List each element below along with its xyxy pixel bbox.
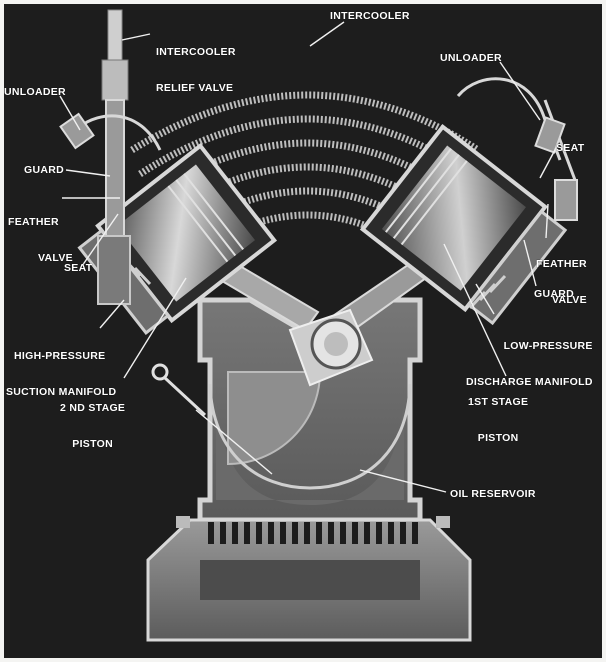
base-fin [364, 522, 370, 544]
label-line: LOW-PRESSURE [503, 340, 593, 352]
base-fin [376, 522, 382, 544]
label-feather-valve-left: FEATHER VALVE [8, 192, 73, 288]
label-intercooler-relief-valve: INTERCOOLER RELIEF VALVE [156, 22, 236, 118]
dipstick [151, 363, 207, 417]
base-fin [388, 522, 394, 544]
label-hp-suction-manifold: HIGH-PRESSURE SUCTION MANIFOLD [6, 326, 116, 422]
base-fin [304, 522, 310, 544]
first-stage-cylinder [359, 124, 568, 326]
label-line: FEATHER [536, 258, 587, 270]
label-line: DISCHARGE MANIFOLD [466, 376, 593, 388]
label-line: PISTON [72, 438, 113, 450]
base-pedestal [146, 516, 472, 642]
label-first-stage-piston: 1ST STAGE PISTON [468, 372, 528, 468]
base-fin [208, 522, 214, 544]
base-fin [316, 522, 322, 544]
base-fin [400, 522, 406, 544]
base-fin [232, 522, 238, 544]
label-feather-valve-right: FEATHER VALVE [536, 234, 587, 330]
label-line: VALVE [38, 252, 73, 264]
label-guard-right: GUARD [534, 288, 574, 300]
base-fin [340, 522, 346, 544]
label-line: INTERCOOLER [156, 46, 236, 58]
label-lp-discharge-manifold: LOW-PRESSURE DISCHARGE MANIFOLD [466, 316, 593, 412]
label-line: HIGH-PRESSURE [14, 350, 106, 362]
label-line: 2 ND STAGE [60, 402, 126, 414]
base-fin [292, 522, 298, 544]
valve-fittings [59, 112, 578, 221]
label-line: SUCTION MANIFOLD [6, 386, 117, 398]
oil-reservoir-area [216, 380, 404, 505]
base-fin [352, 522, 358, 544]
label-unloader-right: UNLOADER [440, 52, 502, 64]
label-oil-reservoir: OIL RESERVOIR [450, 488, 536, 500]
intercooler-coil [130, 91, 480, 153]
label-seat-left: SEAT [64, 262, 93, 274]
label-line: VALVE [551, 294, 587, 306]
base-fin [412, 522, 418, 544]
base-fin [280, 522, 286, 544]
base-fin [220, 522, 226, 544]
label-second-stage-piston: 2 ND STAGE PISTON [60, 378, 125, 474]
label-seat-right: SEAT [556, 142, 585, 154]
label-unloader-left: UNLOADER [4, 86, 66, 98]
base-fin [244, 522, 250, 544]
label-intercooler: INTERCOOLER [330, 10, 410, 22]
label-line: 1ST STAGE [468, 396, 529, 408]
label-line: RELIEF VALVE [156, 82, 234, 94]
base-fin [268, 522, 274, 544]
base-fin [328, 522, 334, 544]
base-fin [256, 522, 262, 544]
leader-lines [59, 21, 557, 493]
label-line: FEATHER [8, 216, 59, 228]
relief-valve [97, 9, 131, 305]
label-line: PISTON [477, 432, 519, 444]
label-guard-left: GUARD [24, 164, 64, 176]
